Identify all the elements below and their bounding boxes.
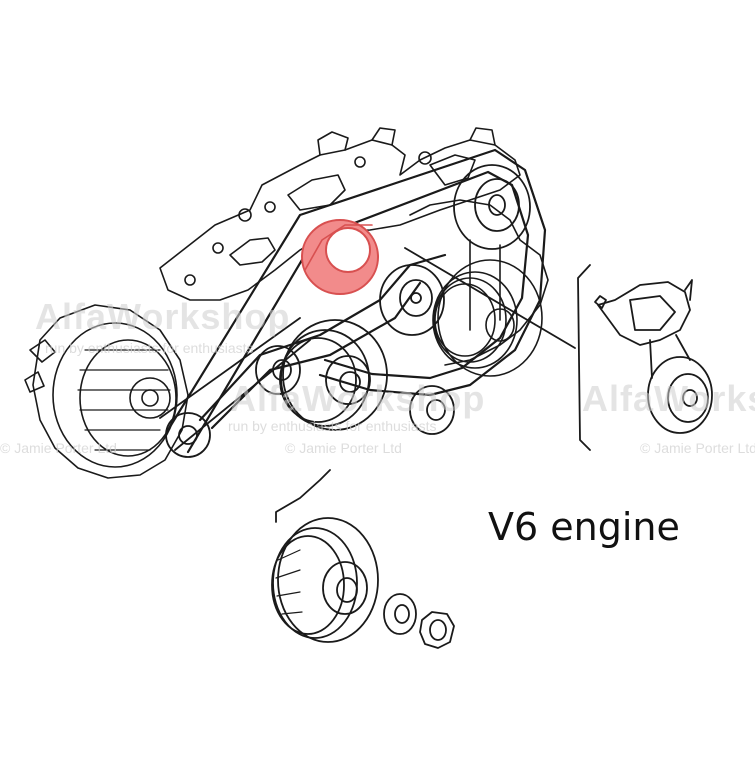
alternator: [24, 304, 189, 479]
watermark-tagline-1: run by enthusiasts for enthusiasts: [45, 340, 254, 356]
crank-leader: [275, 469, 331, 523]
belt-tensioner: [594, 279, 713, 434]
upper-right-pulley: [453, 164, 531, 250]
water-pump-pulley-highlighted: [301, 219, 379, 295]
watermark-copyright-2: © Jamie Porter Ltd: [285, 440, 402, 456]
washer: [383, 593, 417, 635]
watermark-copyright-3: © Jamie Porter Ltd: [640, 440, 755, 456]
nut: [419, 611, 455, 649]
small-idler-left: [255, 345, 301, 395]
watermark-title-mid: AlfaWorkshop: [230, 378, 486, 419]
watermark-copyright-1: © Jamie Porter Ltd: [0, 440, 117, 456]
tensioner-leader: [404, 247, 591, 451]
idler-pulley: [379, 264, 445, 336]
crankshaft-pulley: [279, 319, 388, 431]
watermark-title-right: AlfaWorkshop: [582, 378, 755, 419]
diagram-caption: V6 engine: [488, 505, 680, 549]
small-idler-right: [409, 385, 455, 435]
watermark-tagline-2: run by enthusiasts for enthusiasts: [228, 418, 437, 434]
watermark-title-left: AlfaWorkshop: [35, 296, 291, 337]
crankshaft-pulley-exploded: [271, 517, 379, 643]
